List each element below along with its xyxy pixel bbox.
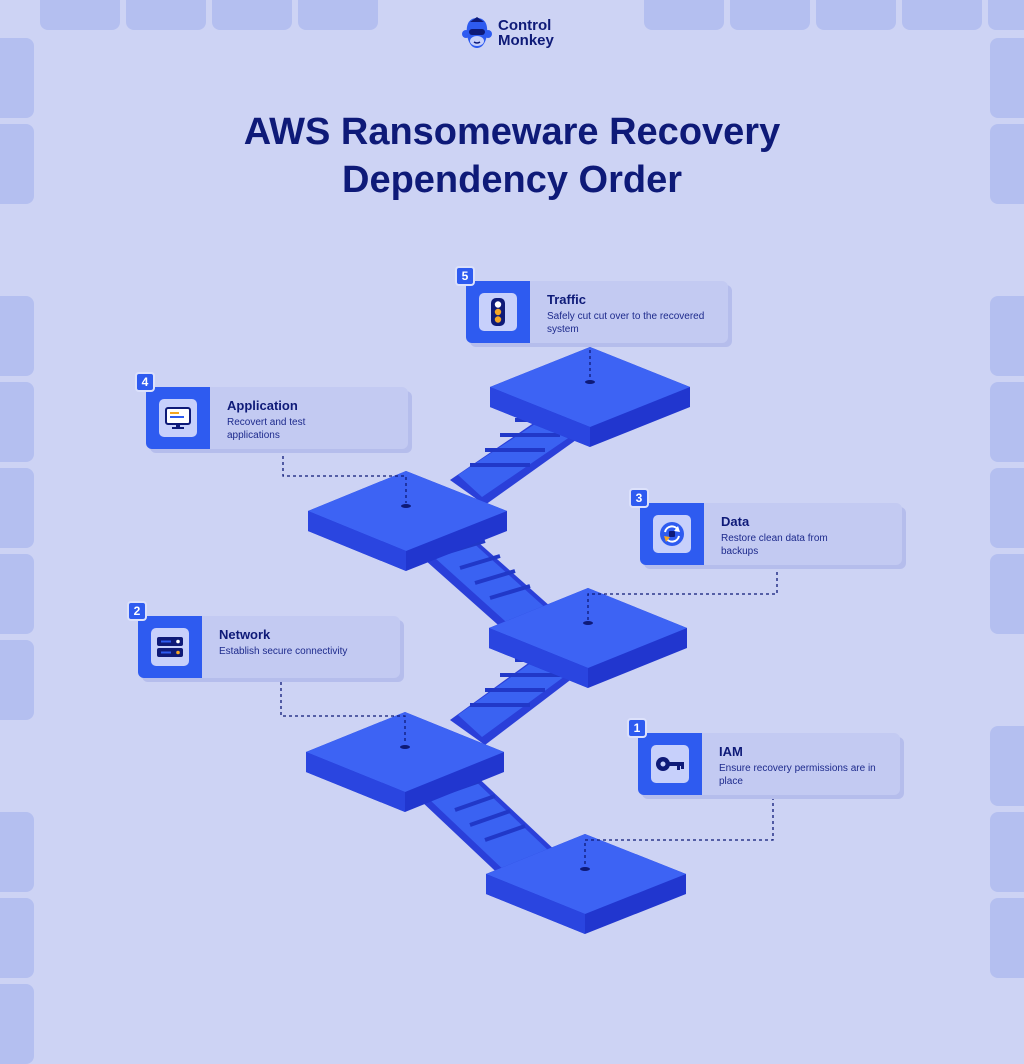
- landing-4: [308, 471, 507, 571]
- brand-logo: Control Monkey: [462, 16, 578, 50]
- monkey-logo-icon: [462, 17, 492, 48]
- step-title: Network: [219, 627, 271, 642]
- step-title: Data: [721, 514, 750, 529]
- step-card-network: Network Establish secure connectivity: [138, 616, 400, 678]
- step-title: IAM: [719, 744, 743, 759]
- step-title: Traffic: [547, 292, 587, 307]
- step-number-badge: 2: [127, 601, 147, 621]
- step-number-badge: 1: [627, 718, 647, 738]
- connectors: [280, 344, 778, 866]
- step-description: Restore clean data from backups: [721, 533, 828, 557]
- step-card-data: Data Restore clean data from backups: [640, 503, 902, 565]
- landing-3: [489, 588, 687, 688]
- step-title: Application: [227, 398, 298, 413]
- staircase-illustration: [280, 344, 778, 934]
- brand-name-line1: Control: [498, 17, 552, 34]
- step-description: Safely cut cut over to the recovered sys…: [547, 311, 705, 335]
- flight-1-2: [420, 770, 560, 885]
- step-number-badge: 3: [629, 488, 649, 508]
- landing-2: [306, 712, 504, 812]
- landing-5: [490, 347, 690, 447]
- step-number-badge: 4: [135, 372, 155, 392]
- title-line1: AWS Ransomeware Recovery: [243, 111, 781, 153]
- landing-1: [486, 834, 686, 934]
- step-description: Recovert and test applications: [227, 417, 306, 441]
- data-restore-icon: [660, 522, 684, 546]
- step-description: Establish secure connectivity: [219, 646, 348, 657]
- title-line2: Dependency Order: [342, 159, 682, 201]
- step-card-traffic: Traffic Safely cut cut over to the recov…: [466, 281, 728, 343]
- step-number-badge: 5: [455, 266, 475, 286]
- monitor-icon: [165, 407, 191, 429]
- page-title: AWS Ransomeware Recovery Dependency Orde…: [0, 108, 1024, 204]
- step-card-application: Application Recovert and test applicatio…: [146, 387, 408, 449]
- traffic-light-icon: [491, 298, 505, 326]
- key-icon: [656, 757, 684, 771]
- server-icon: [157, 637, 183, 657]
- brand-name-line2: Monkey: [498, 32, 554, 49]
- step-description: Ensure recovery permissions are in place: [719, 763, 876, 787]
- step-card-iam: IAM Ensure recovery permissions are in p…: [638, 733, 900, 795]
